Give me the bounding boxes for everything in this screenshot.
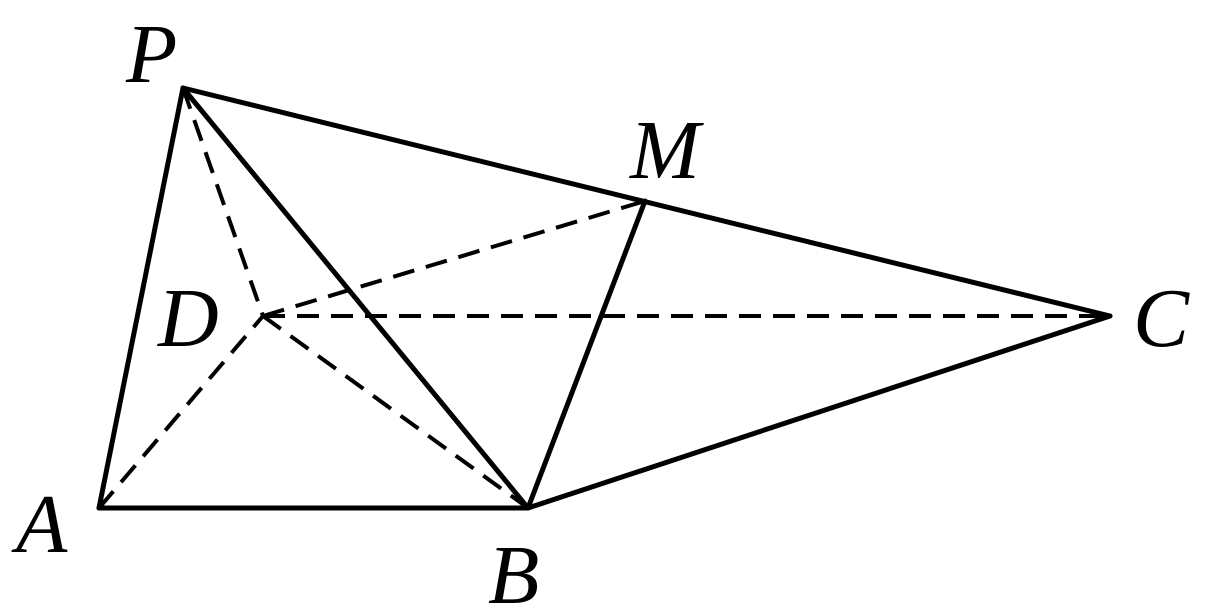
vertex-label-A: A xyxy=(11,478,68,571)
edge-PD xyxy=(181,87,265,317)
edge-PA xyxy=(96,85,186,511)
edge-BM xyxy=(525,198,648,511)
vertex-label-M: M xyxy=(629,104,704,197)
edge-BC xyxy=(525,313,1113,511)
edge-PB xyxy=(180,85,531,511)
edge-DB xyxy=(261,314,530,510)
vertex-label-B: B xyxy=(488,529,539,615)
edge-AD xyxy=(97,314,265,510)
vertex-label-C: C xyxy=(1133,272,1190,365)
vertex-label-D: D xyxy=(157,272,219,365)
vertex-label-P: P xyxy=(125,8,177,101)
